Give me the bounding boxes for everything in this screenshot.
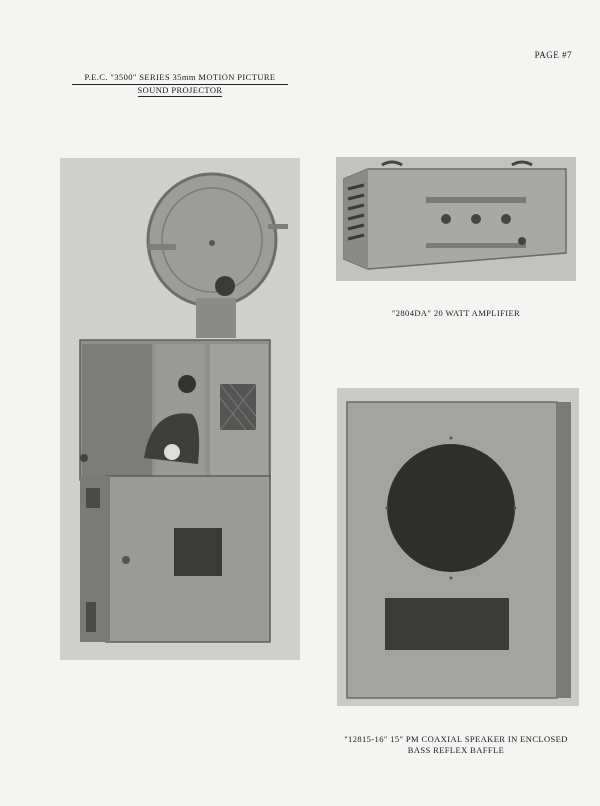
title-line-2: SOUND PROJECTOR [137,85,223,97]
projector-photo [60,158,300,660]
amplifier-photo [336,157,576,281]
speaker-caption-line-1: "12815-16" 15" PM COAXIAL SPEAKER IN ENC… [344,734,568,744]
amplifier-caption: "2804DA" 20 WATT AMPLIFIER [391,308,521,318]
title-line-1: P.E.C. "3500" SERIES 35mm MOTION PICTURE [72,72,288,85]
page-number: PAGE #7 [534,50,572,60]
speaker-caption-line-2: BASS REFLEX BAFFLE [407,745,505,755]
speaker-caption: "12815-16" 15" PM COAXIAL SPEAKER IN ENC… [320,734,592,756]
document-title: P.E.C. "3500" SERIES 35mm MOTION PICTURE… [72,72,288,97]
speaker-photo [337,388,579,706]
